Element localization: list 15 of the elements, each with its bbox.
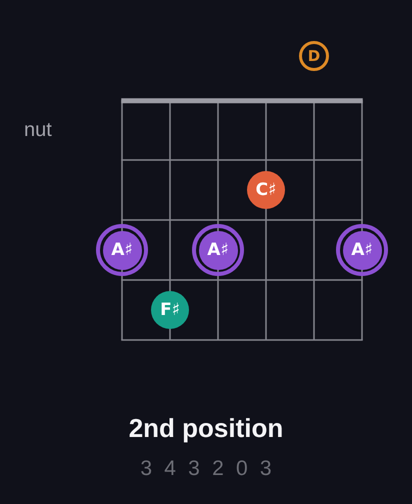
root-note-marker <box>336 224 388 276</box>
note-name: A♯ <box>111 242 133 258</box>
root-note-marker <box>192 224 244 276</box>
root-note-marker <box>96 224 148 276</box>
note-name: A♯ <box>207 242 229 258</box>
note-marker <box>247 171 285 209</box>
note-name: F♯ <box>160 302 180 318</box>
nut-label: nut <box>24 119 52 141</box>
fingering-numbers: 3 4 3 2 0 3 <box>140 457 275 480</box>
note-name: A♯ <box>351 242 373 258</box>
note-marker <box>151 291 189 329</box>
chord-title: 2nd position <box>128 413 284 443</box>
note-name: D <box>308 48 320 64</box>
open-string-marker <box>299 41 329 71</box>
note-name: C♯ <box>256 182 276 198</box>
